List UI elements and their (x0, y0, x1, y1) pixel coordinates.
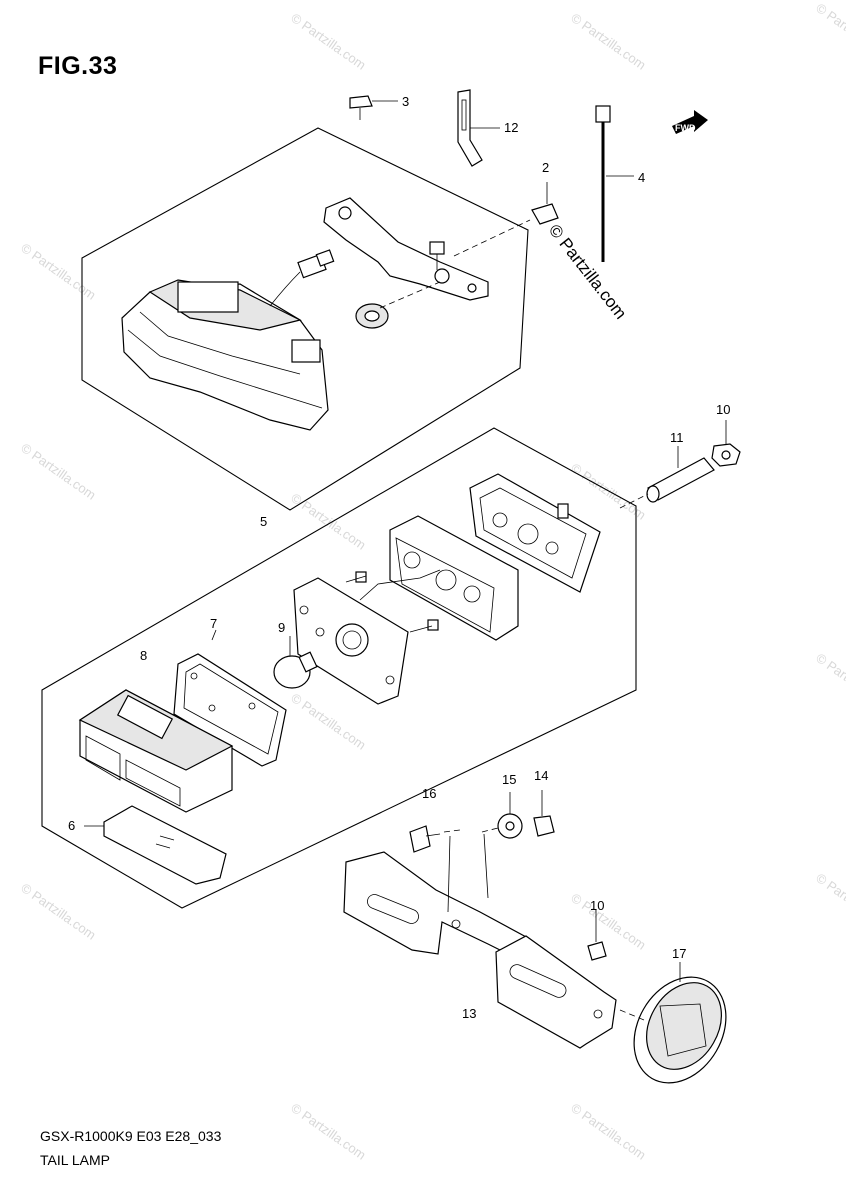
figure-code: GSX-R1000K9 E03 E28_033 (40, 1128, 222, 1144)
guide-line (453, 219, 531, 257)
cable-tie-part-4 (595, 105, 634, 262)
lamp-gasket (469, 473, 601, 593)
callout-15: 15 (502, 772, 516, 787)
watermark: © Partzilla.com (288, 10, 368, 73)
callout-12: 12 (504, 120, 518, 135)
reflector-part-17 (619, 962, 727, 1084)
callout-4: 4 (638, 170, 645, 185)
figure-name: TAIL LAMP (40, 1152, 111, 1168)
tail-lamp-assembly-outline (81, 127, 529, 511)
license-lamp-assembly-outline (41, 427, 637, 909)
bolt-part-2 (531, 182, 559, 225)
watermark: © Partzilla.com (288, 490, 368, 553)
clamp-part-12 (457, 89, 500, 167)
watermark: © Partzilla.com (813, 870, 846, 933)
plate-part-6 (84, 805, 227, 885)
tail-lamp-housing (121, 279, 329, 431)
guide-line (379, 281, 441, 309)
watermark: © Partzilla.com (18, 240, 98, 303)
callout-8: 8 (140, 648, 147, 663)
watermark: © Partzilla.com (568, 890, 648, 953)
license-bracket-part-13 (343, 833, 617, 1049)
watermark-prominent: © Partzilla.com (545, 221, 631, 323)
bulb-part-9 (273, 636, 318, 689)
watermark: © Partzilla.com (288, 690, 368, 753)
callout-9: 9 (278, 620, 285, 635)
callout-10: 10 (716, 402, 730, 417)
callout-labels: 3 12 2 4 10 11 5 7 8 9 6 16 15 14 10 17 … (68, 94, 730, 1021)
watermark: © Partzilla.com (813, 0, 846, 63)
watermark: © Partzilla.com (288, 1100, 368, 1163)
watermark: © Partzilla.com (18, 440, 98, 503)
screw-part-3 (349, 95, 398, 120)
callout-3: 3 (402, 94, 409, 109)
callout-11: 11 (670, 430, 684, 445)
forward-arrow-icon: FWD (672, 110, 708, 134)
callout-6: 6 (68, 818, 75, 833)
fwd-label: FWD (675, 123, 696, 133)
nut-part-10 (711, 420, 741, 467)
bulb-socket-plate (293, 569, 441, 705)
callout-13: 13 (462, 1006, 476, 1021)
nut-part-10-lower (587, 910, 607, 961)
callout-5: 5 (260, 514, 267, 529)
license-lamp-body (389, 515, 519, 641)
nut-part-14 (533, 790, 555, 837)
watermark: © Partzilla.com (813, 650, 846, 713)
callout-14: 14 (534, 768, 548, 783)
callout-10-lower: 10 (590, 898, 604, 913)
watermark: © Partzilla.com (18, 880, 98, 943)
bolt-part-16 (409, 825, 461, 853)
lens-part-8 (78, 689, 234, 813)
callout-16: 16 (422, 786, 436, 801)
rubber-grommet (355, 303, 389, 329)
bracket-screw (429, 241, 445, 270)
socket-screws (345, 571, 439, 633)
watermark: © Partzilla.com (568, 1100, 648, 1163)
watermark: © Partzilla.com (568, 10, 648, 73)
lens-gasket-part-7 (173, 629, 287, 767)
lamp-connector (269, 249, 335, 307)
callout-17: 17 (672, 946, 686, 961)
washer-part-15 (481, 792, 523, 839)
lamp-bracket (323, 197, 489, 301)
callout-2: 2 (542, 160, 549, 175)
spacer-part-11 (619, 446, 715, 509)
figure-title: FIG.33 (38, 52, 118, 80)
callout-7: 7 (210, 616, 217, 631)
